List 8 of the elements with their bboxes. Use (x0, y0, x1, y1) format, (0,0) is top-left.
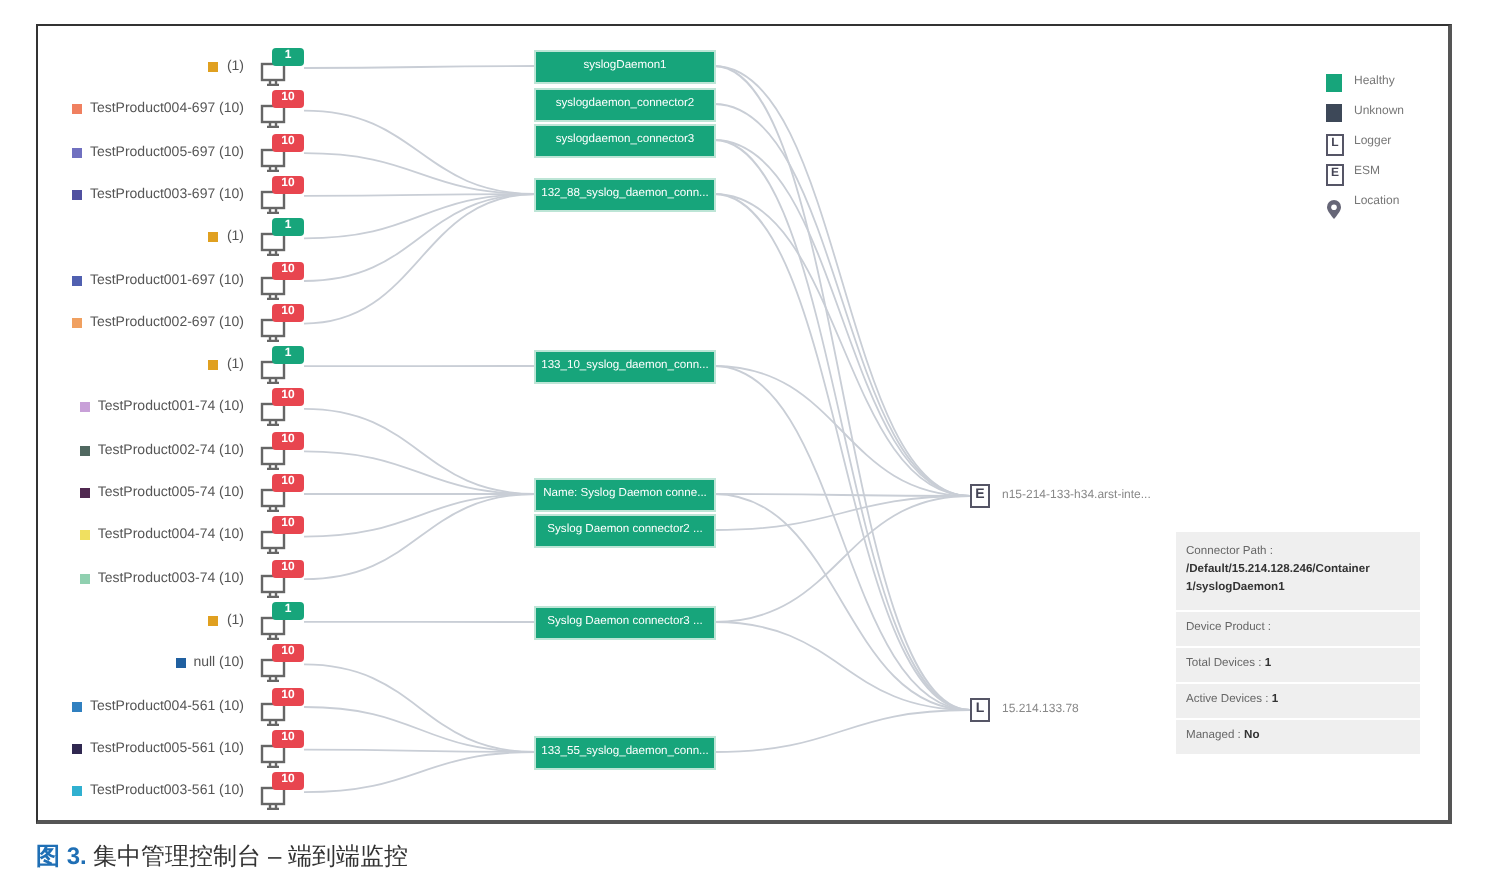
connector-line (303, 493, 537, 581)
connector-line (303, 365, 537, 368)
connector-line (303, 620, 537, 623)
connector-line (713, 709, 971, 753)
connector-line (303, 65, 537, 69)
connector-line (303, 751, 537, 794)
connector-line (303, 193, 537, 325)
figure-caption: 图 3. 集中管理控制台 – 端到端监控 (36, 840, 409, 874)
